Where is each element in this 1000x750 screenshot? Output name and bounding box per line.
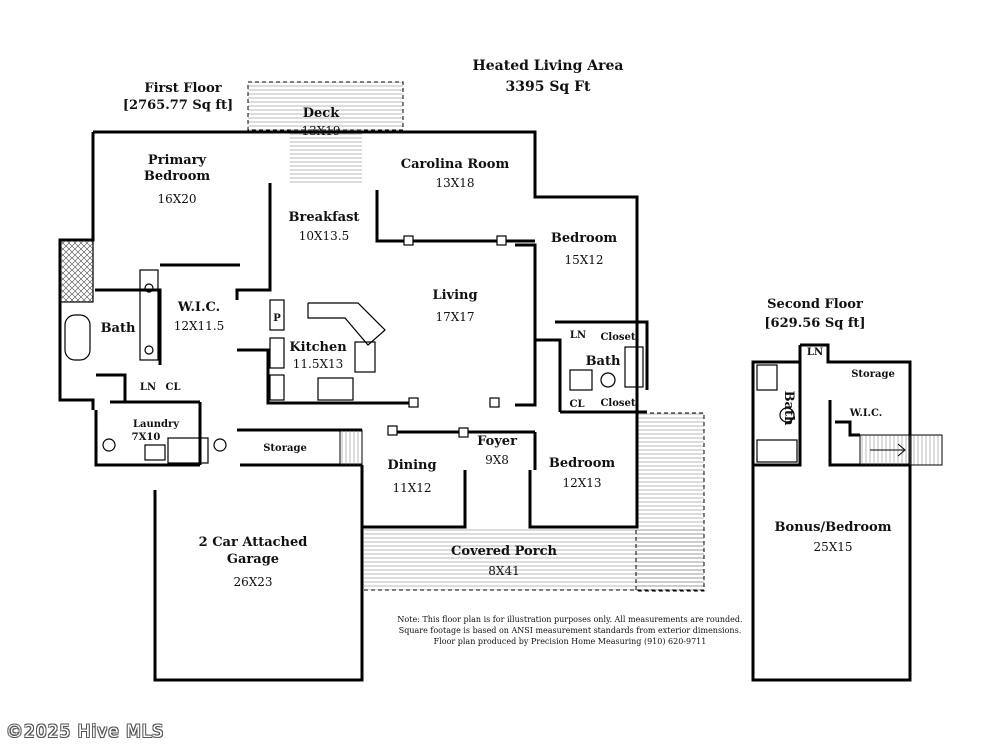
second-floor-sqft: [629.56 Sq ft]: [764, 316, 865, 331]
bath-fixtures: [59, 239, 798, 464]
primary-bedroom-dim: 16X20: [157, 192, 196, 206]
storage-2-label: Storage: [851, 369, 895, 380]
wic-2-label: W.I.C.: [849, 408, 883, 419]
foyer-dim: 9X8: [485, 453, 509, 467]
watermark: ©2025 Hive MLS: [6, 722, 165, 742]
deck-label: Deck: [303, 106, 340, 121]
kitchen-label: Kitchen: [289, 340, 347, 355]
covered-porch-dim: 8X41: [488, 564, 519, 578]
pantry-label: P: [273, 313, 281, 324]
first-floor-walls: [58, 130, 649, 682]
bonus-bedroom-dim: 25X15: [813, 540, 852, 554]
covered-porch-area: [364, 412, 705, 592]
storage-1-label: Storage: [263, 443, 307, 454]
wic-label: W.I.C.: [177, 300, 220, 315]
cl-1-label: CL: [166, 382, 181, 393]
bath-main-label: Bath: [101, 321, 136, 336]
breakfast-dim: 10X13.5: [299, 229, 350, 243]
wic-dim: 12X11.5: [174, 319, 225, 333]
living-dim: 17X17: [435, 310, 474, 324]
primary-bedroom-label-2: Bedroom: [144, 169, 211, 184]
closet-2-label: Closet: [600, 398, 635, 409]
second-floor-title: Second Floor: [767, 297, 863, 312]
disclaimer-note: Note: This floor plan is for illustratio…: [380, 614, 760, 647]
kitchen-fixtures: [269, 299, 386, 401]
bath-2-label: Bath: [586, 354, 621, 369]
bonus-bedroom-label: Bonus/Bedroom: [775, 520, 892, 535]
garage-label-2: Garage: [227, 552, 279, 567]
living-label: Living: [432, 288, 477, 303]
garage-dim: 26X23: [233, 575, 272, 589]
stair: [339, 429, 943, 466]
breakfast-label: Breakfast: [289, 210, 360, 225]
foyer-label: Foyer: [477, 434, 517, 449]
second-floor-walls: [751, 343, 912, 682]
closet-1-label: Closet: [600, 332, 635, 343]
bedroom-a-label: Bedroom: [551, 231, 618, 246]
garage-label-1: 2 Car Attached: [199, 535, 308, 550]
kitchen-dim: 11.5X13: [293, 357, 344, 371]
cl-2-label: CL: [570, 399, 585, 410]
bedroom-b-dim: 12X13: [562, 476, 601, 490]
primary-bedroom-label-1: Primary: [148, 153, 207, 168]
bedroom-b-label: Bedroom: [549, 456, 616, 471]
heated-area-sqft: 3395 Sq Ft: [505, 79, 591, 95]
ln-1-label: LN: [140, 382, 156, 393]
heated-area-title: Heated Living Area: [473, 58, 624, 74]
dining-label: Dining: [387, 458, 436, 473]
note-line-2: Square footage is based on ANSI measurem…: [398, 626, 742, 635]
room-labels: Heated Living Area 3395 Sq Ft First Floo…: [101, 58, 895, 589]
laundry-dim: 7X10: [132, 432, 161, 443]
deck-area: [247, 81, 404, 183]
covered-porch-label: Covered Porch: [451, 544, 557, 559]
bedroom-a-dim: 15X12: [564, 253, 603, 267]
first-floor-sqft: [2765.77 Sq ft]: [123, 98, 233, 113]
laundry-label: Laundry: [133, 419, 180, 430]
dining-dim: 11X12: [392, 481, 431, 495]
deck-dim: 13X19: [301, 124, 340, 138]
first-floor-title: First Floor: [144, 81, 221, 96]
carolina-room-dim: 13X18: [435, 176, 474, 190]
note-line-3: Floor plan produced by Precision Home Me…: [433, 637, 707, 646]
ln-2-label: LN: [570, 330, 586, 341]
ln-3-label: LN: [807, 347, 823, 358]
carolina-room-label: Carolina Room: [401, 157, 510, 172]
note-line-1: Note: This floor plan is for illustratio…: [397, 615, 743, 624]
bath-3-label: Bath: [781, 391, 796, 426]
columns: [387, 235, 507, 438]
